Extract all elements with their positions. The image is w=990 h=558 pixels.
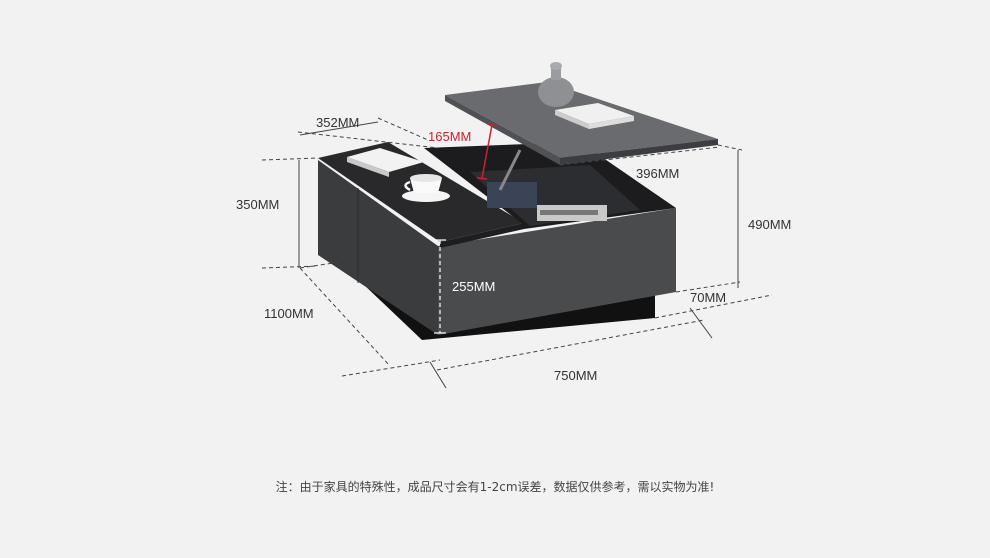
label-total-height: 490MM [748, 217, 791, 232]
table-front-face [438, 208, 676, 335]
vase-body [538, 77, 574, 107]
label-length: 1100MM [264, 306, 314, 321]
coffee-cup-handle [404, 180, 411, 192]
stored-books-3 [540, 210, 598, 215]
label-width: 750MM [554, 368, 597, 383]
lid-book-side [555, 110, 589, 129]
coffee-cup-rim [410, 174, 442, 182]
label-lid-width: 396MM [636, 166, 679, 181]
label-drawer-height: 255MM [452, 279, 495, 294]
fixed-top-edge [440, 223, 524, 248]
vase-neck [551, 68, 561, 80]
top-book-side [347, 157, 389, 177]
vase-top [550, 62, 562, 70]
lifted-lid-edge [560, 139, 718, 165]
table-left-side [318, 160, 438, 335]
dimension-lines [261, 117, 773, 389]
label-top-depth: 352MM [316, 115, 359, 130]
label-left-height: 350MM [236, 197, 279, 212]
label-lift-height: 165MM [428, 129, 471, 144]
lifted-lid-side [445, 95, 560, 165]
coffee-table-illustration [318, 62, 718, 340]
lid-book-front [589, 116, 634, 129]
coffee-cup [410, 178, 442, 193]
lift-arm [498, 149, 522, 191]
label-base-recess: 70MM [690, 290, 726, 305]
top-book [347, 148, 424, 172]
lid-book [555, 103, 634, 124]
disclaimer-note: 注：由于家具的特殊性，成品尺寸会有1-2cm误差，数据仅供参考，需以实物为准! [275, 480, 715, 494]
stored-books-1 [487, 182, 537, 208]
lift-height-line [481, 124, 493, 179]
